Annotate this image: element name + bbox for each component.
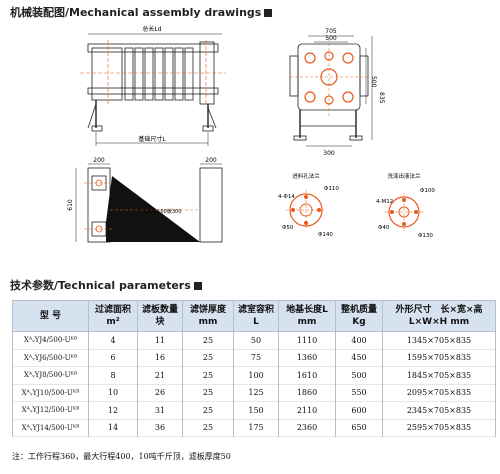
col-model: 型 号 [12,300,89,332]
wash-flange-title: 洗涤出液法兰 [387,172,421,180]
feed-d140-label: Φ140 [318,232,333,238]
width-200-left-label: 200 [93,157,105,164]
feed-bolts-label: 4-Φ14 [278,194,295,200]
width-705-label: 705 [325,28,337,35]
footnote: 注：工作行程360，最大行程400，10吨千斤顶，滤板厚度50 [12,452,231,461]
height-610-label: 610 [67,199,74,211]
feed-d50-label: Φ50 [282,225,294,231]
width-300-label: 300 [323,150,335,157]
filter-plates [124,47,194,101]
width-200-right-label: 200 [205,157,217,164]
sloped-plate-section [106,176,200,242]
width-500-label: 500 [325,35,337,42]
feed-flange [286,190,326,230]
params-heading: 技术参数/Technical parameters [10,277,202,293]
total-length-label: 总长Ld [142,25,161,33]
assembly-drawings: 总长Ld 基础尺寸L 705 500 300 835 500 [67,25,435,243]
wash-d100-label: Φ100 [420,188,435,194]
wash-flange [385,193,423,231]
head-plate [91,47,123,101]
col-plates: 滤板数量块 [137,300,183,332]
feed-d110-label: Φ110 [324,186,339,192]
height-500-label: 500 [370,76,377,88]
height-835-label: 835 [378,92,385,104]
wash-d130-label: Φ130 [418,233,433,239]
plate-spec-label: 2-100×100板300 [139,208,182,215]
base-size-label: 基础尺寸L [138,135,166,143]
drawings-heading: 机械装配图/Mechanical assembly drawings [10,4,273,20]
wash-d40-label: Φ40 [378,225,390,231]
feed-flange-title: 进料孔法兰 [292,172,320,180]
wash-bolts-label: 4-M12 [376,199,393,205]
plate-right-frame [199,167,223,243]
